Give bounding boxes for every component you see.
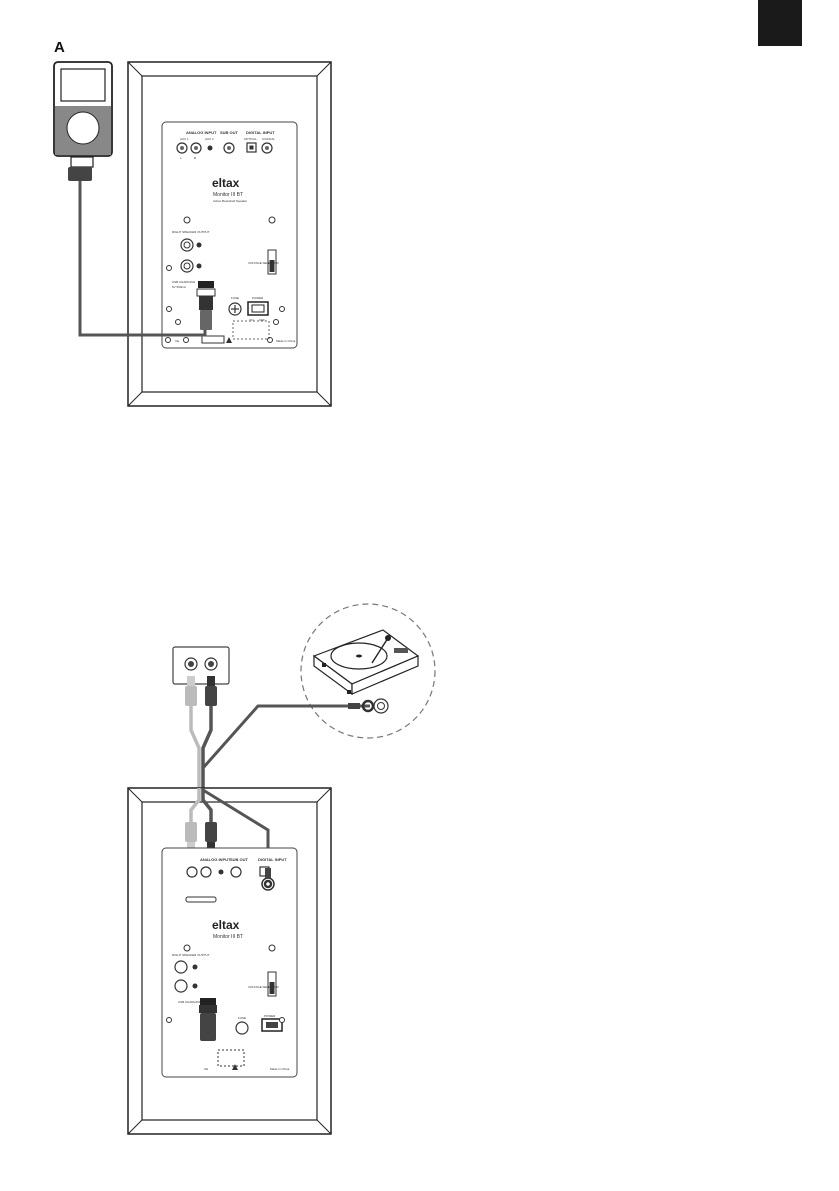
power-on-label: ON (249, 318, 254, 322)
aux-left-jack[interactable] (186, 866, 198, 878)
left-label: L (180, 156, 182, 160)
usb-port[interactable] (198, 281, 214, 288)
page-tab (758, 0, 802, 46)
analog-input-label: ANALOG INPUT (186, 130, 217, 135)
screw (273, 319, 279, 325)
usb-charging-label: USB CHARGING (172, 280, 196, 284)
ground-spade-speaker (265, 868, 271, 878)
aux-right-jack[interactable] (200, 866, 212, 878)
screw (279, 1017, 285, 1023)
fuse-label: FUSE (231, 296, 239, 300)
rear-panel-bottom: ANALOG INPUT SUB OUT DIGITAL INPUT eltax… (161, 847, 298, 1078)
screw (279, 306, 285, 312)
warning-icon (232, 1064, 238, 1070)
label-plate (217, 1049, 245, 1067)
analog-input-label: ANALOG INPUT (200, 857, 231, 862)
rear-panel-top: ANALOG INPUT SUB OUT DIGITAL INPUT AUX 1… (161, 121, 298, 349)
aux2-jack[interactable] (207, 145, 213, 151)
optical-label: OPTICAL (244, 137, 257, 141)
sub-out-jack[interactable] (230, 866, 242, 878)
compliance-icon (183, 337, 189, 343)
brand-logo: eltax (212, 176, 240, 190)
model-subtitle: Active Bookshelf Speaker (213, 199, 247, 203)
screw (166, 306, 172, 312)
aux2-label: AUX 2 (205, 137, 214, 141)
compliance-icon (267, 337, 273, 343)
right-label: R (194, 156, 197, 160)
made-in-label: Made in China (270, 1067, 290, 1071)
usb-spec-label: 5V 500mA (172, 285, 186, 289)
screw (175, 319, 181, 325)
model-name: Monitor III BT (213, 192, 243, 198)
model-name: Monitor III BT (213, 934, 243, 940)
fuse-label: FUSE (238, 1016, 246, 1020)
dock-connector-icon (68, 156, 94, 181)
usb-plug-icon (196, 288, 216, 330)
media-player-icon (53, 61, 113, 157)
screw (268, 944, 276, 952)
screw (268, 216, 276, 224)
brand-logo: eltax (212, 918, 240, 932)
screw (183, 216, 191, 224)
voltage-selector-label: VOLTAGE SELECTOR (248, 261, 280, 265)
usb-plug-icon (199, 1005, 217, 1041)
screw (166, 265, 172, 271)
figure-label: A (54, 39, 65, 56)
ce-mark: CE (175, 339, 179, 343)
digital-input-label: DIGITAL INPUT (258, 857, 287, 862)
ground-terminal-turntable (373, 698, 389, 714)
screw (166, 1017, 172, 1023)
digital-input-label: DIGITAL INPUT (246, 130, 275, 135)
voltage-selector-label: VOLTAGE SELECTOR (248, 985, 280, 989)
right-speaker-output-label: RIGHT SPEAKER OUTPUT (172, 953, 210, 957)
speaker-terminal-red[interactable] (174, 960, 188, 974)
usb-charging-label: USB CHARGING (178, 1000, 202, 1004)
rca-output-box (172, 646, 230, 685)
label-plate (232, 320, 270, 340)
warning-box (201, 335, 225, 344)
rca-plug-icon (185, 676, 217, 706)
sub-out-label: SUB OUT (220, 130, 239, 135)
ground-spade-turntable (348, 699, 375, 713)
power-label: POWER (264, 1014, 276, 1018)
power-off-label: OFF (259, 318, 265, 322)
speaker-terminal-black[interactable] (174, 979, 188, 993)
fuse-holder[interactable] (235, 1021, 249, 1035)
rca-plug-icon (185, 822, 217, 852)
coaxial-label: COAXIAL (262, 137, 275, 141)
made-in-label: Made in China (276, 339, 296, 343)
warning-icon (226, 337, 232, 343)
aux1-label: AUX 1 (180, 137, 189, 141)
turntable-icon (312, 629, 420, 696)
turntable-callout-circle (300, 603, 436, 739)
sub-out-label: SUB OUT (230, 857, 249, 862)
compliance-icon (165, 337, 171, 343)
right-speaker-output-label: RIGHT SPEAKER OUTPUT (172, 230, 210, 234)
screw (183, 944, 191, 952)
ce-mark: CE (204, 1067, 208, 1071)
usb-port[interactable] (200, 998, 216, 1005)
power-label: POWER (252, 296, 264, 300)
